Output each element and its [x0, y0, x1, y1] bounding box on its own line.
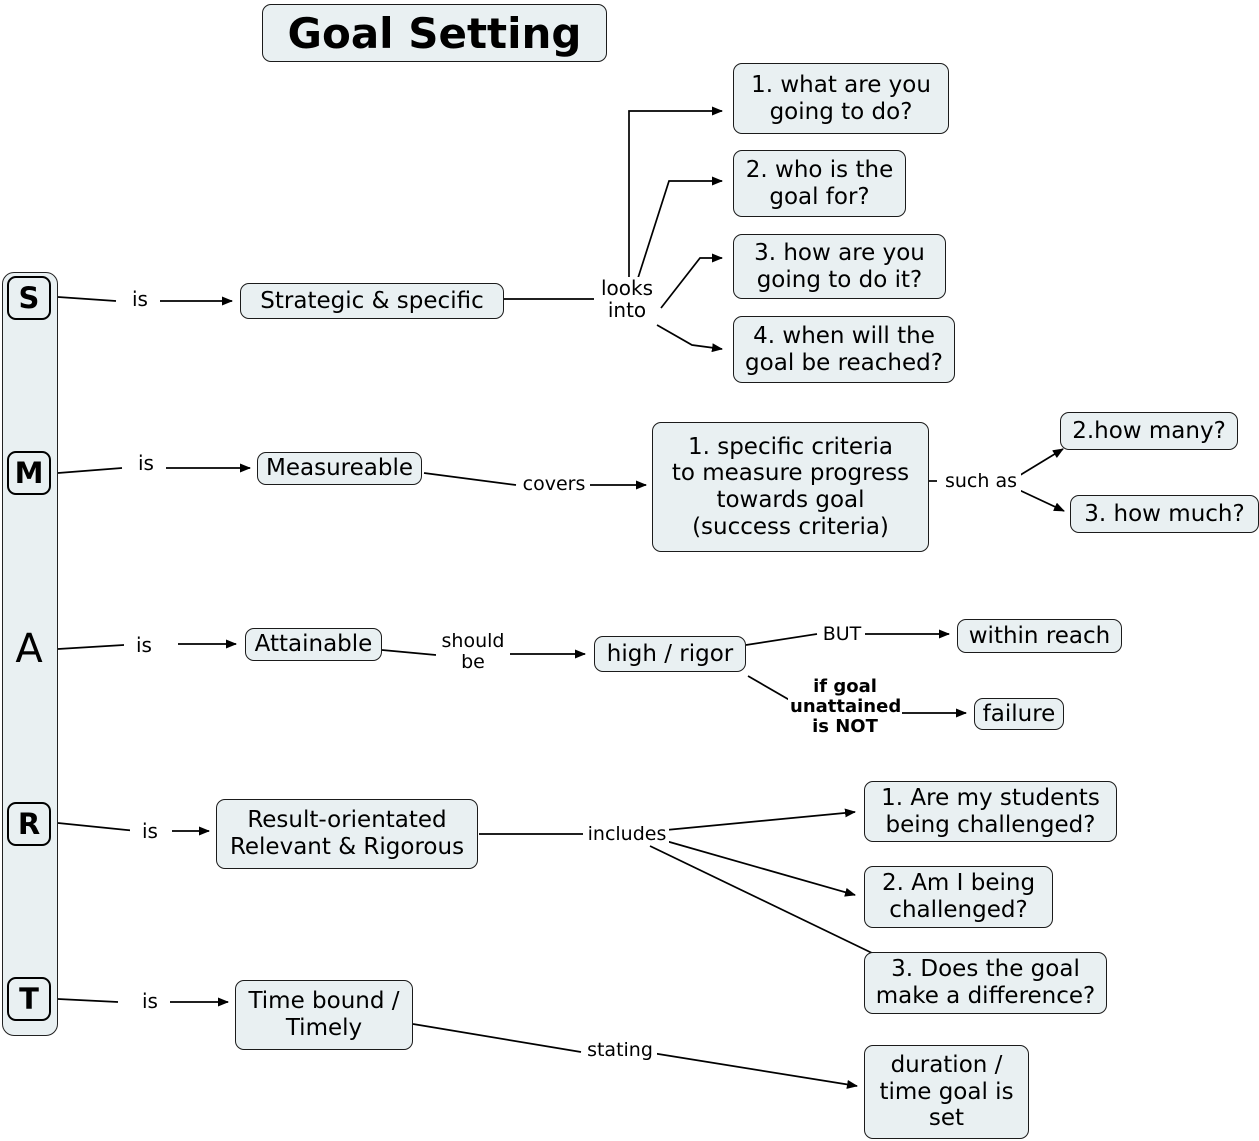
node-m-how-much[interactable]: 3. how much?: [1070, 495, 1259, 533]
node-r-question-3[interactable]: 3. Does the goal make a difference?: [864, 952, 1107, 1014]
edge-label-but: BUT: [819, 624, 865, 645]
node-failure[interactable]: failure: [974, 698, 1064, 730]
edge-looksinto-q3: [660, 253, 723, 309]
edge-label-such-as: such as: [941, 471, 1021, 492]
node-s-question-1[interactable]: 1. what are you going to do?: [733, 63, 949, 134]
edge-looksinto-q2: [637, 176, 723, 279]
edge-label-looks-into: looks into: [594, 277, 660, 321]
edge-suchas-q3: [1016, 488, 1065, 512]
edge-label-is-a: is: [124, 634, 164, 656]
smart-rail: [2, 272, 58, 1036]
edge-t-to-timebound-a: [57, 998, 119, 1003]
node-strategic-specific[interactable]: Strategic & specific: [240, 283, 504, 319]
edge-label-is-m2: is: [126, 452, 166, 474]
edge-label-if-goal-unattained: if goal unattained is NOT: [788, 676, 902, 737]
edge-attainable-to-highrigor-a: [381, 649, 437, 656]
edge-highrigor-to-ifgoal: [747, 675, 794, 703]
edge-label-is-s: is: [120, 288, 160, 310]
edge-looksinto-q4: [656, 324, 723, 353]
node-high-rigor[interactable]: high / rigor: [594, 636, 746, 672]
edge-suchas-q2: [1016, 448, 1064, 478]
edge-label-includes: includes: [585, 824, 669, 845]
edge-m-to-measureable-a: [57, 467, 123, 474]
edge-measureable-to-criteria-a: [423, 472, 517, 486]
edge-includes-q2: [665, 840, 856, 897]
rail-letter-a[interactable]: A: [15, 626, 43, 672]
edge-label-covers: covers: [518, 474, 590, 495]
edge-label-should-be: should be: [436, 631, 510, 673]
edge-s-to-strategic-a: [57, 296, 117, 302]
edge-label-stating: stating: [583, 1040, 657, 1061]
edge-includes-q1: [665, 808, 856, 831]
rail-letter-s[interactable]: S: [7, 276, 51, 320]
page-title: Goal Setting: [262, 4, 607, 62]
rail-letter-t[interactable]: T: [7, 977, 51, 1021]
node-r-question-2[interactable]: 2. Am I being challenged?: [864, 866, 1053, 928]
edge-highrigor-to-but: [745, 633, 818, 646]
node-within-reach[interactable]: within reach: [957, 619, 1122, 653]
node-measureable[interactable]: Measureable: [257, 452, 422, 485]
edge-looksinto-q1: [628, 106, 723, 278]
node-attainable[interactable]: Attainable: [245, 628, 382, 661]
node-duration-time-goal[interactable]: duration / time goal is set: [864, 1045, 1029, 1139]
rail-letter-r[interactable]: R: [7, 802, 51, 846]
edge-stating-to-duration: [651, 1052, 858, 1089]
node-m-how-many[interactable]: 2.how many?: [1060, 412, 1238, 450]
edge-label-is-t: is: [130, 990, 170, 1012]
node-time-bound[interactable]: Time bound / Timely: [235, 980, 413, 1050]
edge-r-to-result-a: [57, 822, 138, 832]
rail-letter-m[interactable]: M: [7, 451, 51, 495]
node-result-orientated[interactable]: Result-orientated Relevant & Rigorous: [216, 799, 478, 869]
edge-label-is-r: is: [130, 820, 170, 842]
node-m-specific-criteria[interactable]: 1. specific criteria to measure progress…: [652, 422, 929, 552]
edge-includes-q3: [649, 845, 873, 954]
node-s-question-4[interactable]: 4. when will the goal be reached?: [733, 316, 955, 383]
node-s-question-3[interactable]: 3. how are you going to do it?: [733, 234, 946, 299]
node-s-question-2[interactable]: 2. who is the goal for?: [733, 150, 906, 217]
edge-timebound-to-stating: [412, 1023, 582, 1053]
node-r-question-1[interactable]: 1. Are my students being challenged?: [864, 781, 1117, 842]
